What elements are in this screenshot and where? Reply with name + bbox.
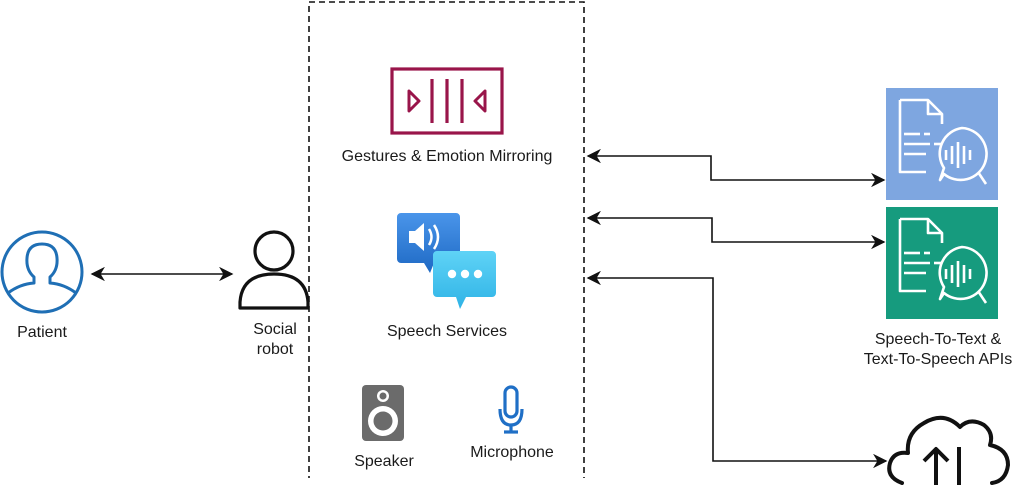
edge-stt-robot [586,148,886,188]
speech-to-text-api-node [886,88,998,200]
social-robot-label-line1: Social [253,321,297,338]
apis-label: Speech-To-Text & Text-To-Speech APIs [852,330,1024,370]
microphone-node [496,385,526,435]
apis-label-line1: Speech-To-Text & [874,331,1002,348]
gestures-label: Gestures & Emotion Mirroring [341,148,553,165]
speech-services-node [396,211,498,311]
speaker-icon [362,385,404,441]
patient-label: Patient [17,324,67,341]
speech-bubbles-icon [397,213,496,309]
microphone-icon [498,385,524,434]
social-robot-label: Social robot [240,320,310,360]
social-robot-label-line2: robot [256,341,294,358]
apis-label-line2: Text-To-Speech APIs [863,351,1013,368]
polly-document-icon [898,217,988,304]
transcribe-document-icon [898,98,988,185]
gestures-node [390,67,504,135]
patient-node [0,230,90,320]
person-icon [238,230,310,310]
connectors-layer [90,1,888,478]
speech-services-label: Speech Services [386,323,508,340]
social-robot-node [236,228,312,312]
speaker-label: Speaker [354,453,414,470]
speaker-node [361,384,405,442]
cloud-upload-icon [887,415,1010,485]
robot-boundary [308,1,585,478]
edge-cloud-robot [586,270,888,469]
text-to-speech-api-node [886,207,998,319]
cloud-node [884,405,1014,485]
user-circle-icon [0,230,84,314]
edge-tts-robot [586,210,886,250]
gesture-mirroring-icon [390,67,504,135]
microphone-label: Microphone [470,444,554,461]
